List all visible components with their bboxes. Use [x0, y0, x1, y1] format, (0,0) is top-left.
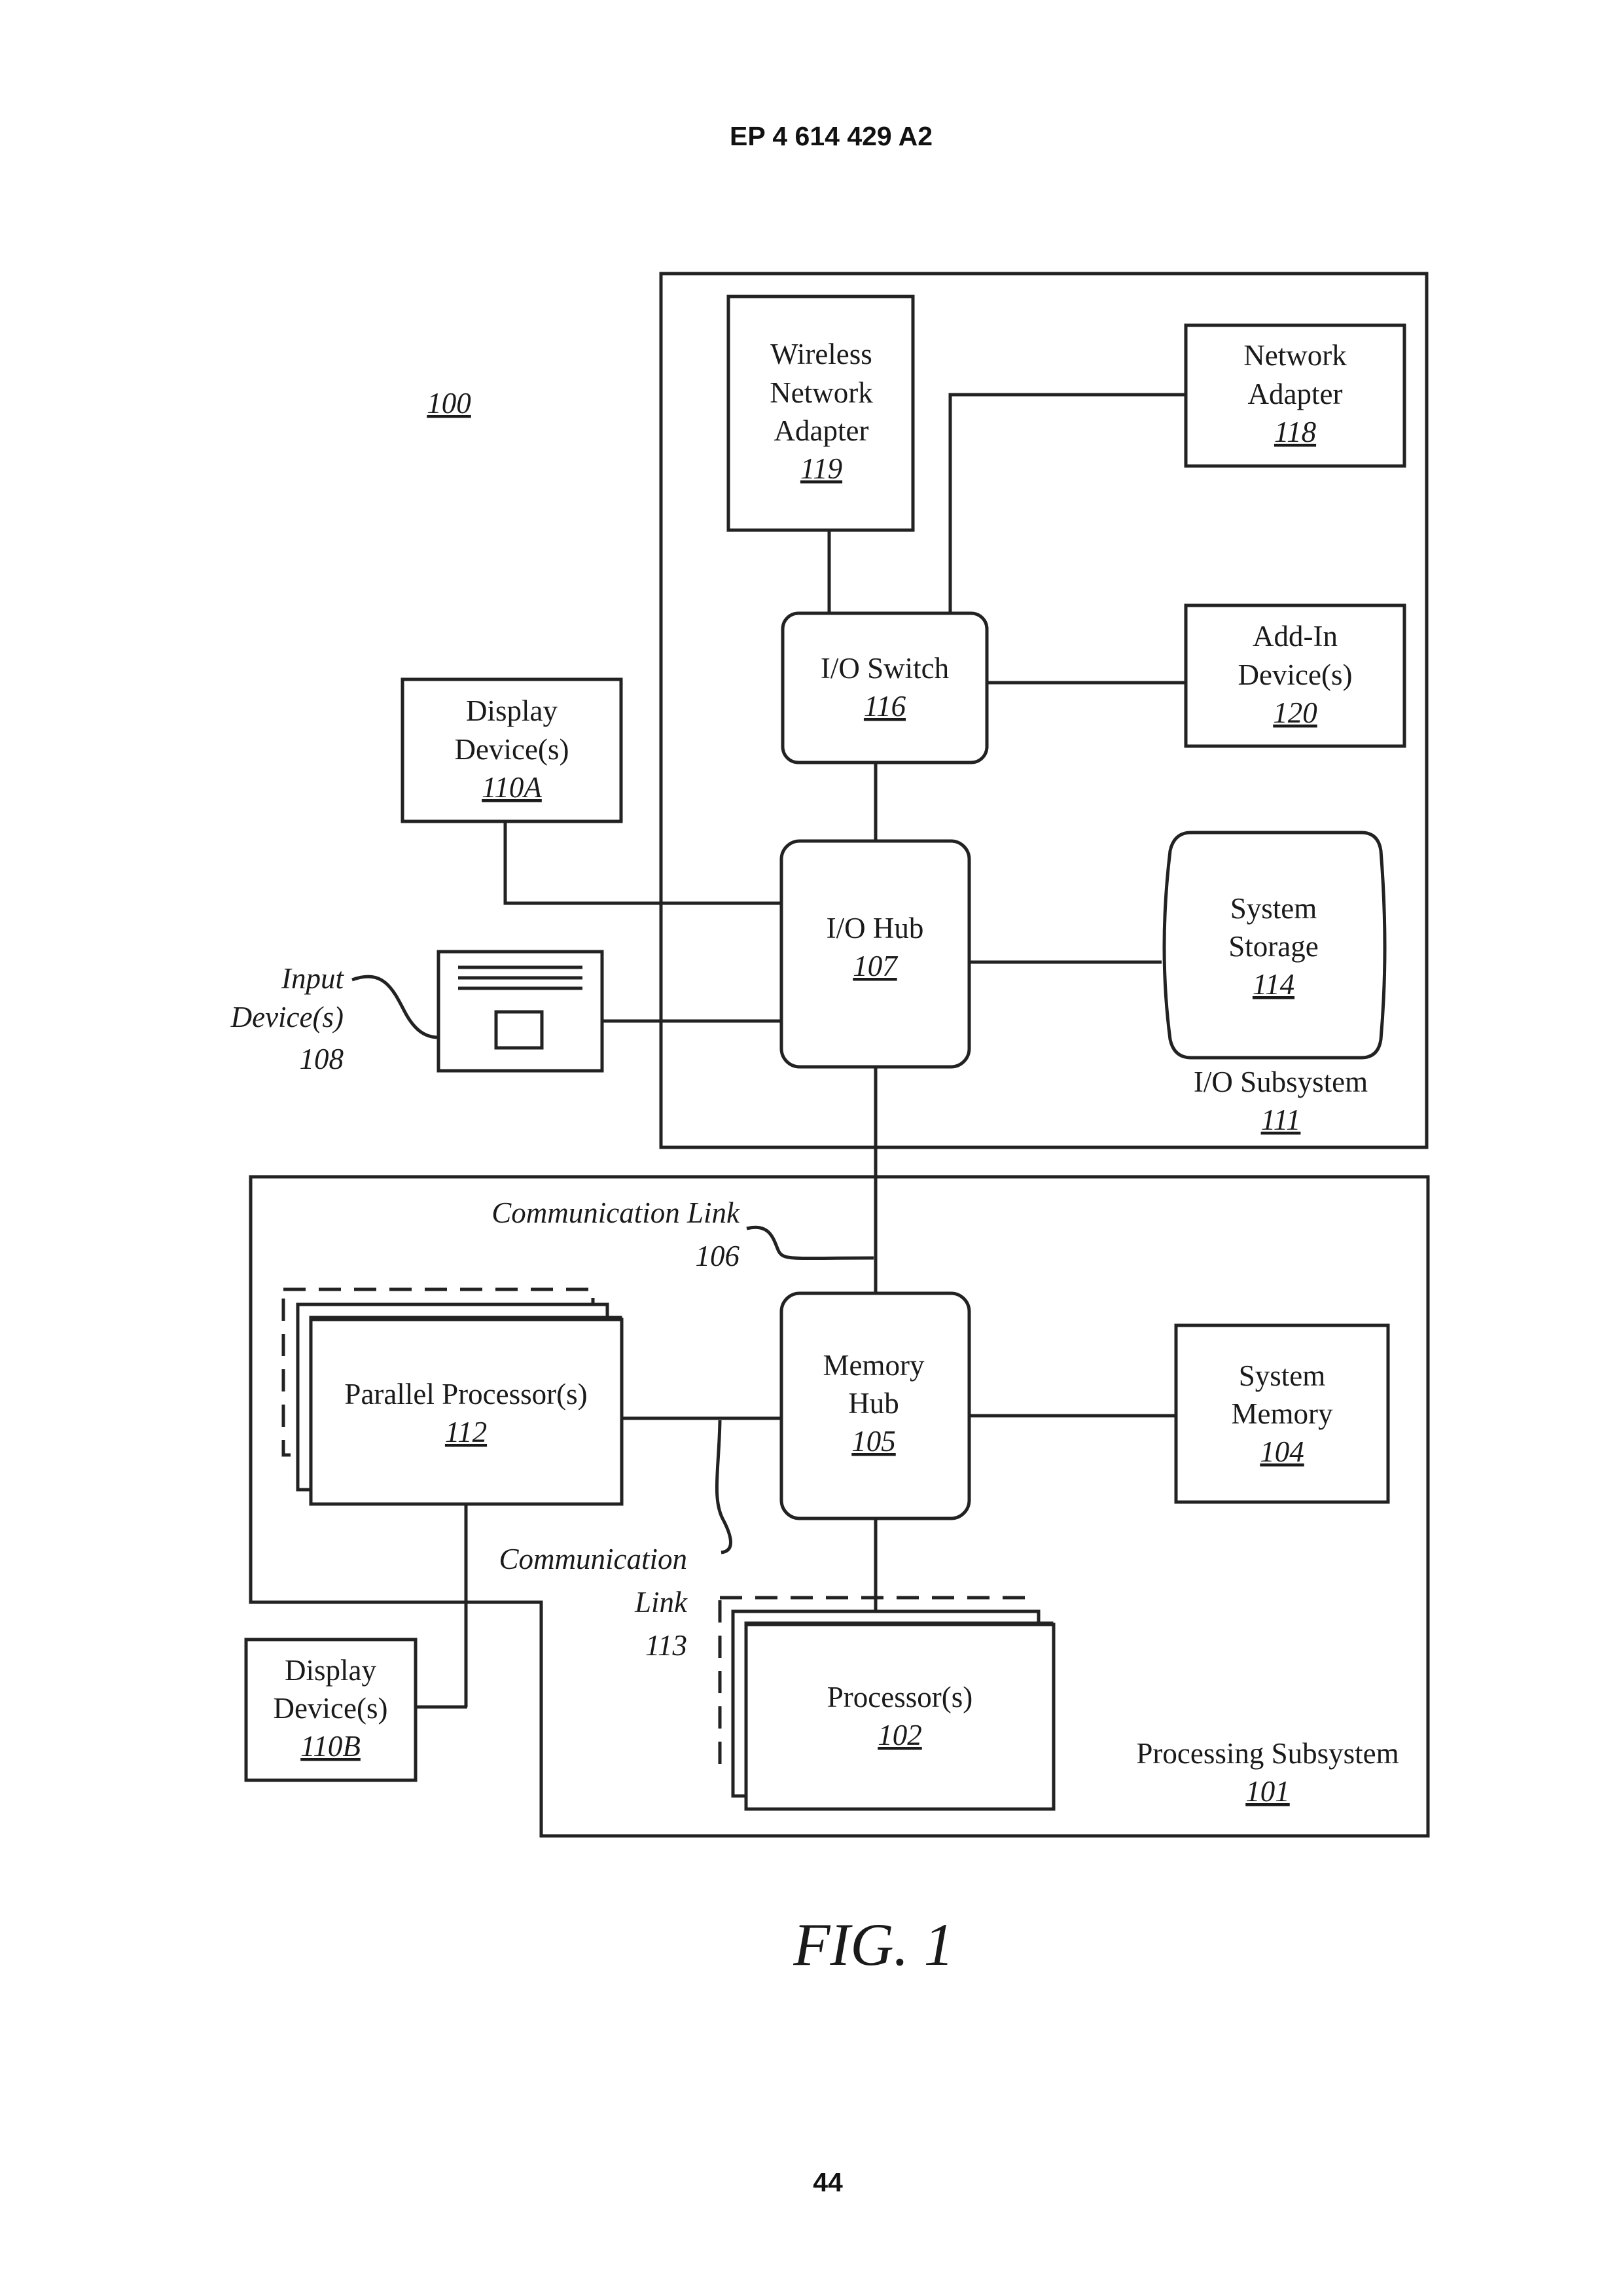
communication-link-106-ref: 106 — [696, 1240, 740, 1272]
svg-text:107: 107 — [853, 950, 899, 982]
svg-text:114: 114 — [1253, 968, 1294, 1001]
svg-text:Display: Display — [466, 694, 558, 727]
wire-parallel-processor-drop — [466, 1504, 467, 1707]
svg-text:105: 105 — [851, 1425, 896, 1458]
svg-text:110B: 110B — [300, 1730, 361, 1763]
io-subsystem-ref: 111 — [1261, 1103, 1301, 1136]
svg-text:104: 104 — [1260, 1435, 1304, 1468]
display-devices-a-box: Display Device(s) 110A — [402, 679, 621, 821]
svg-text:120: 120 — [1273, 696, 1317, 729]
page-number: 44 — [813, 2167, 843, 2197]
io-hub-box: I/O Hub 107 — [781, 841, 969, 1067]
input-devices-leader — [352, 977, 438, 1037]
input-devices-label-1: Input — [281, 962, 344, 995]
display-devices-b-box: Display Device(s) 110B — [246, 1640, 416, 1780]
svg-text:I/O Hub: I/O Hub — [827, 912, 924, 944]
svg-text:112: 112 — [445, 1416, 487, 1448]
svg-text:116: 116 — [864, 690, 906, 723]
processing-subsystem-ref: 101 — [1245, 1775, 1290, 1808]
svg-text:Network: Network — [1243, 339, 1347, 372]
input-device-icon — [438, 952, 602, 1071]
communication-link-113-label-2: Link — [634, 1586, 688, 1619]
wireless-network-adapter-box: Wireless Network Adapter 119 — [728, 296, 913, 530]
svg-text:Memory: Memory — [823, 1349, 925, 1382]
svg-text:System: System — [1230, 892, 1317, 925]
communication-link-113-leader — [717, 1420, 730, 1552]
svg-text:Storage: Storage — [1228, 930, 1318, 963]
add-in-devices-box: Add-In Device(s) 120 — [1186, 605, 1404, 746]
figure-label: FIG. 1 — [793, 1911, 954, 1978]
network-adapter-box: Network Adapter 118 — [1186, 325, 1404, 466]
svg-text:Add-In: Add-In — [1253, 620, 1338, 653]
svg-text:Network: Network — [770, 376, 873, 409]
svg-text:118: 118 — [1274, 416, 1316, 448]
input-devices-label-2: Device(s) — [230, 1001, 344, 1033]
svg-text:119: 119 — [800, 452, 842, 485]
svg-text:Parallel Processor(s): Parallel Processor(s) — [344, 1378, 587, 1410]
svg-text:Device(s): Device(s) — [1238, 658, 1353, 691]
system-ref-label: 100 — [427, 387, 471, 420]
svg-text:Device(s): Device(s) — [274, 1692, 388, 1725]
svg-text:Display: Display — [285, 1654, 376, 1687]
svg-text:Hub: Hub — [848, 1387, 899, 1420]
svg-text:Device(s): Device(s) — [455, 733, 569, 766]
svg-text:Processor(s): Processor(s) — [827, 1681, 972, 1713]
communication-link-106-leader — [747, 1227, 874, 1258]
svg-text:Adapter: Adapter — [774, 414, 869, 447]
communication-link-113-label-1: Communication — [499, 1543, 688, 1575]
system-storage-box: System Storage 114 — [1164, 833, 1385, 1058]
svg-text:I/O Switch: I/O Switch — [821, 652, 949, 685]
svg-text:System: System — [1239, 1359, 1326, 1392]
io-subsystem-label: I/O Subsystem — [1194, 1066, 1368, 1098]
communication-link-113-ref: 113 — [645, 1629, 687, 1662]
io-switch-box: I/O Switch 116 — [783, 613, 987, 762]
wire-switch-to-network-adapter — [950, 395, 1186, 613]
document-number: EP 4 614 429 A2 — [730, 121, 933, 151]
wire-display-a-to-io-hub — [505, 821, 781, 903]
memory-hub-box: Memory Hub 105 — [781, 1293, 969, 1518]
svg-text:102: 102 — [878, 1719, 922, 1751]
processing-subsystem-label: Processing Subsystem — [1136, 1737, 1399, 1770]
svg-text:Wireless: Wireless — [770, 338, 872, 370]
system-memory-box: System Memory 104 — [1176, 1325, 1388, 1502]
svg-text:110A: 110A — [482, 771, 542, 804]
processors-stack: Processor(s) 102 — [720, 1598, 1054, 1809]
parallel-processors-stack: Parallel Processor(s) 112 — [283, 1289, 622, 1504]
svg-text:Adapter: Adapter — [1248, 378, 1343, 410]
svg-text:Memory: Memory — [1232, 1397, 1333, 1430]
communication-link-106-label: Communication Link — [491, 1196, 740, 1229]
input-devices-ref: 108 — [300, 1043, 344, 1075]
